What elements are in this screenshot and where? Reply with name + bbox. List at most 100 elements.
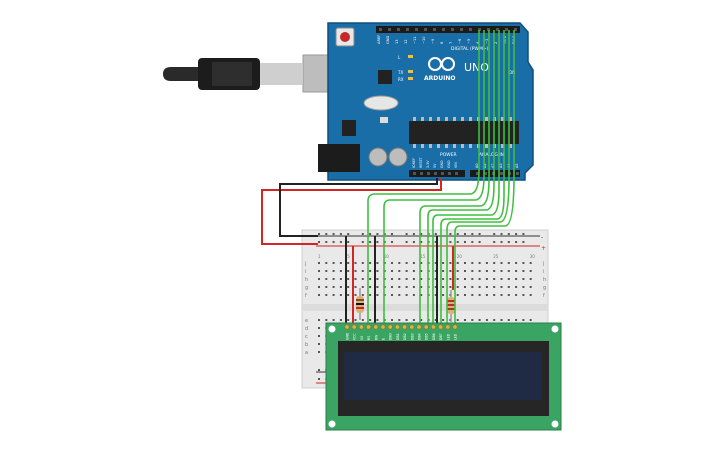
breadboard-rail-hole[interactable] — [339, 233, 342, 235]
breadboard-hole[interactable] — [405, 278, 408, 280]
breadboard-hole[interactable] — [529, 270, 532, 272]
breadboard-hole[interactable] — [485, 319, 488, 321]
breadboard-rail-hole[interactable] — [507, 233, 510, 235]
breadboard-hole[interactable] — [515, 262, 518, 264]
breadboard-hole[interactable] — [347, 286, 350, 288]
breadboard-hole[interactable] — [478, 262, 481, 264]
breadboard-hole[interactable] — [332, 262, 335, 264]
breadboard-hole[interactable] — [376, 286, 379, 288]
breadboard-hole[interactable] — [515, 294, 518, 296]
breadboard-hole[interactable] — [471, 262, 474, 264]
breadboard-rail-hole[interactable] — [515, 233, 518, 235]
breadboard-hole[interactable] — [376, 278, 379, 280]
lcd-pin[interactable] — [394, 324, 400, 330]
breadboard-hole[interactable] — [325, 319, 328, 321]
lcd-pin[interactable] — [344, 324, 350, 330]
breadboard-rail-hole[interactable] — [449, 241, 452, 243]
breadboard-hole[interactable] — [464, 319, 466, 321]
breadboard-hole[interactable] — [391, 319, 393, 321]
breadboard-hole[interactable] — [420, 278, 423, 280]
breadboard-hole[interactable] — [398, 278, 401, 280]
breadboard-hole[interactable] — [442, 270, 445, 272]
breadboard-hole[interactable] — [478, 319, 481, 321]
breadboard-hole[interactable] — [434, 294, 437, 296]
digital-pin[interactable] — [433, 28, 436, 31]
digital-pin[interactable] — [424, 28, 427, 31]
breadboard-hole[interactable] — [485, 286, 488, 288]
breadboard-hole[interactable] — [354, 286, 357, 288]
breadboard-hole[interactable] — [456, 270, 459, 272]
breadboard-hole[interactable] — [318, 286, 320, 288]
lcd-pin[interactable] — [416, 324, 422, 330]
breadboard-hole[interactable] — [522, 270, 525, 272]
breadboard-hole[interactable] — [493, 270, 496, 272]
breadboard-rail-hole[interactable] — [339, 241, 342, 243]
breadboard-hole[interactable] — [434, 286, 437, 288]
breadboard-rail-hole[interactable] — [522, 241, 525, 243]
breadboard-hole[interactable] — [507, 319, 510, 321]
breadboard-hole[interactable] — [412, 262, 415, 264]
breadboard-hole[interactable] — [339, 319, 342, 321]
analog-pin[interactable] — [484, 172, 487, 175]
breadboard-hole[interactable] — [376, 270, 379, 272]
breadboard-hole[interactable] — [339, 286, 342, 288]
lcd-pin[interactable] — [373, 324, 379, 330]
breadboard-hole[interactable] — [318, 262, 320, 264]
breadboard-hole[interactable] — [471, 286, 474, 288]
lcd-pin[interactable] — [351, 324, 357, 330]
breadboard-hole[interactable] — [354, 278, 357, 280]
breadboard-hole[interactable] — [354, 294, 357, 296]
breadboard-hole[interactable] — [398, 286, 401, 288]
breadboard-rail-hole[interactable] — [391, 233, 393, 235]
breadboard-hole[interactable] — [500, 262, 503, 264]
breadboard-hole[interactable] — [318, 343, 320, 345]
breadboard-hole[interactable] — [412, 278, 415, 280]
breadboard-rail-hole[interactable] — [376, 241, 379, 243]
lcd-pin[interactable] — [358, 324, 364, 330]
breadboard-hole[interactable] — [339, 294, 342, 296]
breadboard-hole[interactable] — [442, 278, 445, 280]
breadboard-hole[interactable] — [507, 262, 510, 264]
breadboard-hole[interactable] — [507, 278, 510, 280]
analog-pin[interactable] — [516, 172, 519, 175]
breadboard-hole[interactable] — [361, 294, 364, 296]
breadboard-hole[interactable] — [369, 270, 372, 272]
breadboard-hole[interactable] — [332, 294, 335, 296]
power-pin[interactable] — [455, 172, 458, 175]
lcd-pin[interactable] — [409, 324, 415, 330]
digital-pin[interactable] — [514, 28, 517, 31]
breadboard-rail-hole[interactable] — [332, 233, 335, 235]
breadboard-rail-hole[interactable] — [369, 233, 372, 235]
breadboard-rail-hole[interactable] — [405, 241, 408, 243]
breadboard-hole[interactable] — [493, 319, 496, 321]
breadboard-rail-hole[interactable] — [318, 378, 320, 380]
lcd-pin[interactable] — [438, 324, 444, 330]
breadboard-hole[interactable] — [449, 270, 452, 272]
breadboard-hole[interactable] — [493, 262, 496, 264]
digital-pin[interactable] — [496, 28, 499, 31]
digital-pin[interactable] — [379, 28, 382, 31]
breadboard-hole[interactable] — [420, 286, 423, 288]
breadboard-rail-hole[interactable] — [318, 241, 320, 243]
breadboard-hole[interactable] — [478, 278, 481, 280]
breadboard-hole[interactable] — [471, 270, 474, 272]
power-pin[interactable] — [413, 172, 416, 175]
breadboard-rail-hole[interactable] — [471, 233, 474, 235]
breadboard-hole[interactable] — [391, 278, 393, 280]
breadboard-hole[interactable] — [318, 351, 320, 353]
breadboard-hole[interactable] — [522, 278, 525, 280]
breadboard-hole[interactable] — [456, 278, 459, 280]
breadboard-hole[interactable] — [361, 278, 364, 280]
breadboard-hole[interactable] — [464, 278, 466, 280]
breadboard-hole[interactable] — [464, 294, 466, 296]
breadboard-hole[interactable] — [522, 262, 525, 264]
breadboard-rail-hole[interactable] — [361, 241, 364, 243]
breadboard-rail-hole[interactable] — [500, 233, 503, 235]
breadboard-hole[interactable] — [405, 294, 408, 296]
breadboard-hole[interactable] — [500, 278, 503, 280]
breadboard-hole[interactable] — [478, 270, 481, 272]
breadboard-rail-hole[interactable] — [420, 233, 423, 235]
breadboard-hole[interactable] — [412, 319, 415, 321]
breadboard-hole[interactable] — [332, 286, 335, 288]
breadboard-hole[interactable] — [456, 262, 459, 264]
